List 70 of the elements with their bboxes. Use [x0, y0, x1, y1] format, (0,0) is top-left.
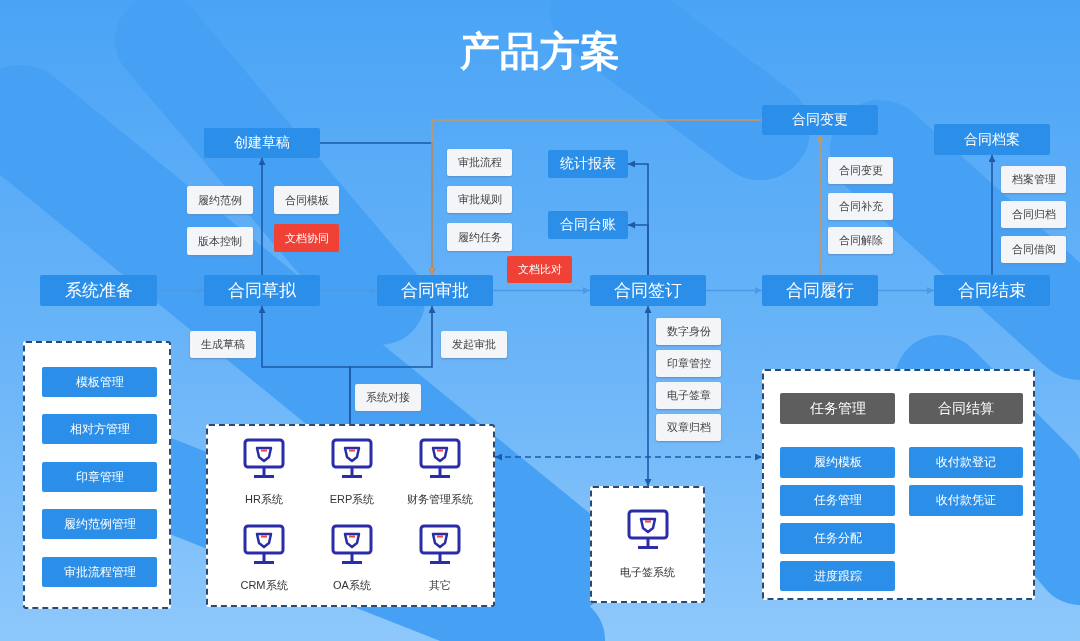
dashed-panel [206, 424, 495, 607]
module-box: 审批流程管理 [42, 557, 157, 587]
feature-tag: 合同借阅 [1001, 236, 1066, 263]
process-box: 合同变更 [762, 105, 878, 135]
module-box: 相对方管理 [42, 414, 157, 444]
highlight-tag: 文档比对 [507, 256, 572, 283]
feature-tag: 档案管理 [1001, 166, 1066, 193]
process-box: 系统准备 [40, 275, 157, 306]
arrow [492, 287, 591, 294]
header-box: 合同结算 [909, 393, 1023, 424]
system-label: HR系统 [245, 491, 283, 507]
arrow [319, 287, 378, 294]
arrow [258, 157, 266, 276]
module-box: 模板管理 [42, 367, 157, 397]
feature-tag: 履约范例 [187, 186, 253, 214]
system-label: 其它 [429, 577, 451, 593]
feature-tag: 版本控制 [187, 227, 253, 255]
process-box: 合同履行 [762, 275, 878, 306]
feature-tag: 审批流程 [447, 149, 512, 176]
feature-tag: 履约任务 [447, 223, 512, 251]
arrow [705, 287, 763, 294]
arrow [156, 287, 205, 294]
system-label: 电子签系统 [620, 565, 675, 580]
module-box: 履约模板 [780, 447, 895, 478]
dashed-panel [23, 341, 171, 609]
feature-tag: 生成草稿 [190, 331, 256, 358]
system-label: OA系统 [333, 577, 371, 593]
module-box: 任务管理 [780, 485, 895, 516]
feature-tag: 数字身份 [656, 318, 721, 345]
feature-tag: 合同解除 [828, 227, 893, 254]
header-box: 任务管理 [780, 393, 895, 424]
title: 产品方案 [459, 28, 621, 75]
process-box: 合同审批 [377, 275, 493, 306]
feature-tag: 审批规则 [447, 186, 512, 213]
feature-tag: 合同模板 [274, 186, 339, 214]
module-box: 收付款凭证 [909, 485, 1023, 516]
process-box: 创建草稿 [204, 128, 320, 158]
module-box: 履约范例管理 [42, 509, 157, 539]
double-arrow [494, 453, 763, 461]
arrow [816, 134, 824, 276]
system-label: 财务管理系统 [407, 491, 473, 507]
feature-tag: 印章管控 [656, 350, 721, 377]
process-box: 合同草拟 [204, 275, 320, 306]
system-label: ERP系统 [329, 491, 375, 507]
feature-tag: 系统对接 [355, 384, 421, 411]
module-box: 收付款登记 [909, 447, 1023, 478]
system-label: CRM系统 [240, 577, 288, 593]
feature-tag: 双章归档 [656, 414, 721, 441]
module-box: 进度跟踪 [780, 561, 895, 591]
feature-tag: 合同归档 [1001, 201, 1066, 228]
module-box: 任务分配 [780, 523, 895, 554]
process-box: 合同签订 [590, 275, 706, 306]
process-box: 合同台账 [548, 211, 628, 239]
double-arrow [644, 305, 652, 487]
process-box: 合同结束 [934, 275, 1050, 306]
arrow [428, 119, 763, 276]
dashed-panel [762, 369, 1035, 600]
feature-tag: 电子签章 [656, 382, 721, 409]
arrow [627, 221, 649, 276]
process-box: 合同档案 [934, 124, 1050, 155]
module-box: 印章管理 [42, 462, 157, 492]
arrow [349, 305, 436, 425]
feature-tag: 发起审批 [441, 331, 507, 358]
highlight-tag: 文档协同 [274, 224, 339, 252]
process-box: 统计报表 [548, 150, 628, 178]
feature-tag: 合同补充 [828, 193, 893, 220]
dashed-panel [590, 486, 705, 603]
arrow [877, 287, 935, 294]
feature-tag: 合同变更 [828, 157, 893, 184]
arrow [988, 154, 996, 276]
